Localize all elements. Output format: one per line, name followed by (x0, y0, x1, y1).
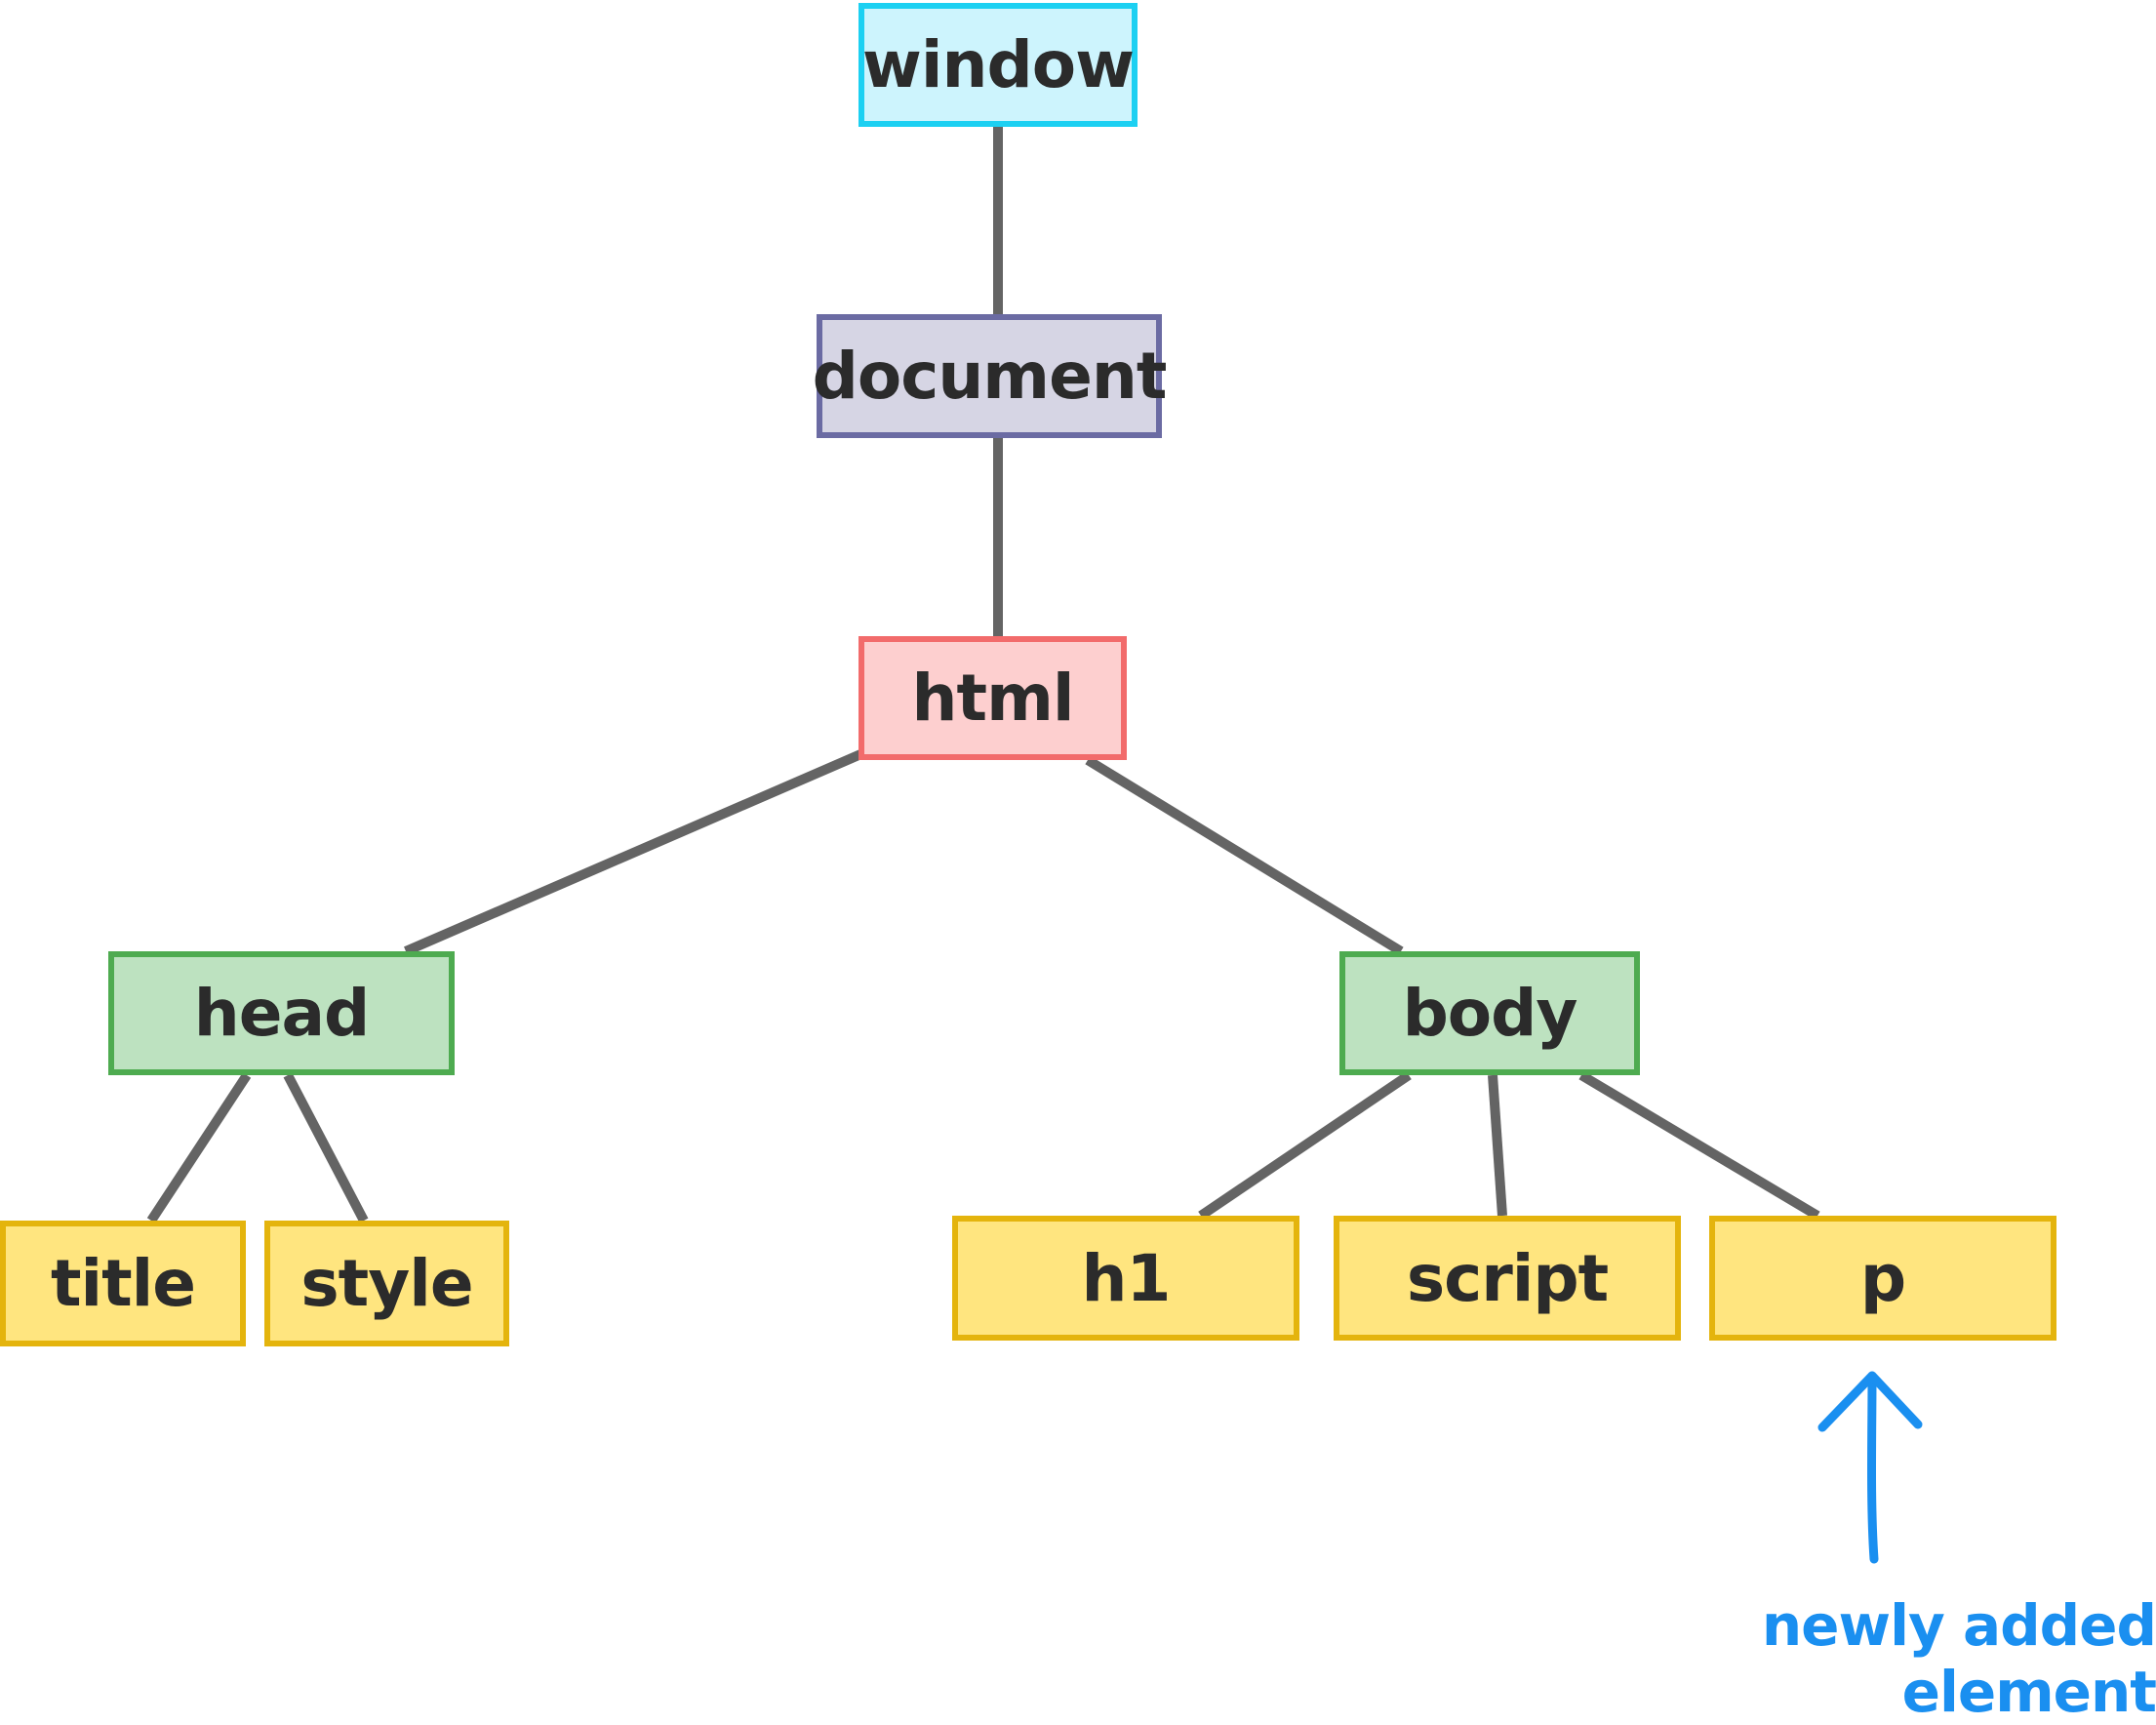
node-script: script (1334, 1216, 1681, 1341)
node-document: document (813, 314, 1167, 438)
node-label: p (1859, 1240, 1906, 1316)
node-label: head (193, 976, 371, 1051)
edge-head-style (283, 1072, 369, 1224)
node-label: title (50, 1246, 196, 1321)
arrow-up-icon (1817, 1371, 1923, 1564)
node-window: window (858, 3, 1138, 127)
node-label: body (1402, 976, 1578, 1051)
edge-html-head (404, 747, 867, 956)
node-label: h1 (1081, 1240, 1172, 1316)
edge-body-script (1488, 1074, 1507, 1217)
node-body: body (1339, 951, 1640, 1075)
node-label: html (911, 661, 1075, 736)
node-label: window (861, 27, 1135, 102)
node-label: document (812, 339, 1168, 414)
node-style: style (264, 1221, 509, 1346)
node-head: head (108, 951, 455, 1075)
node-html: html (858, 636, 1127, 760)
edge-body-h1 (1198, 1070, 1412, 1221)
edge-html-body (1085, 755, 1404, 956)
node-h1: h1 (952, 1216, 1299, 1341)
node-title: title (0, 1221, 246, 1346)
node-label: script (1406, 1240, 1609, 1316)
annotation-label: newly added element (1761, 1592, 2156, 1725)
node-label: style (300, 1246, 473, 1321)
node-p: p (1709, 1216, 2056, 1341)
edge-head-title (146, 1072, 252, 1224)
tree-connectors (146, 127, 1923, 1564)
edge-body-p (1578, 1070, 1820, 1221)
